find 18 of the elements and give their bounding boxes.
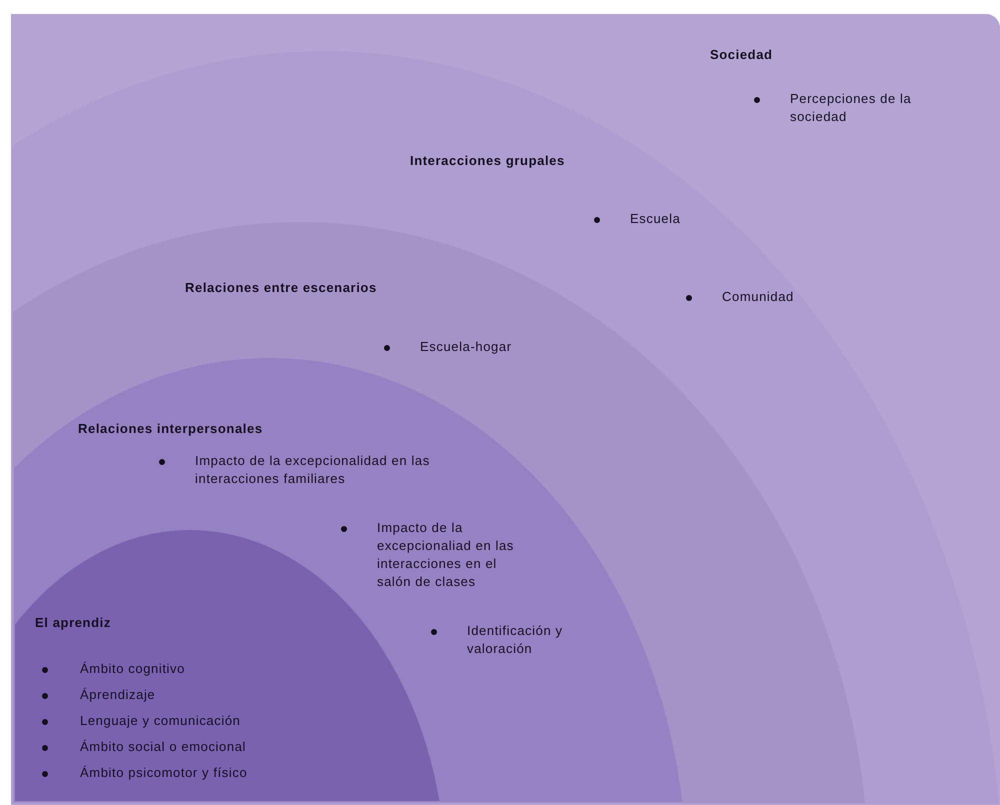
list-item-text: Áprendizaje	[80, 686, 156, 704]
band-heading: Relaciones interpersonales	[78, 420, 264, 438]
list-item-text: Identificación y valoración	[467, 622, 564, 658]
band-heading: Interacciones grupales	[410, 152, 566, 170]
band-heading: Sociedad	[710, 46, 774, 64]
list-item-text: Ámbito social o emocional	[80, 738, 248, 756]
list-item-text: Lenguaje y comunicación	[80, 712, 242, 730]
list-item-text: Impacto de la excepcionalidad en las interacciones familiares	[195, 452, 431, 488]
list-item-text: Impacto de la excepcionaliad en las interacciones en el salón de clases	[377, 519, 515, 591]
list-item-text: Ámbito psicomotor y físico	[80, 764, 248, 782]
list-item-text: Percepciones de la sociedad	[790, 90, 912, 126]
band-heading: Relaciones entre escenarios	[185, 279, 378, 297]
band-heading: El aprendiz	[35, 614, 112, 632]
list-item-text: Comunidad	[722, 288, 795, 306]
list-item-text: Escuela	[630, 210, 682, 228]
list-item-text: Escuela-hogar	[420, 338, 513, 356]
list-item-text: Ámbito cognitivo	[80, 660, 186, 678]
ring-band	[14, 358, 684, 802]
